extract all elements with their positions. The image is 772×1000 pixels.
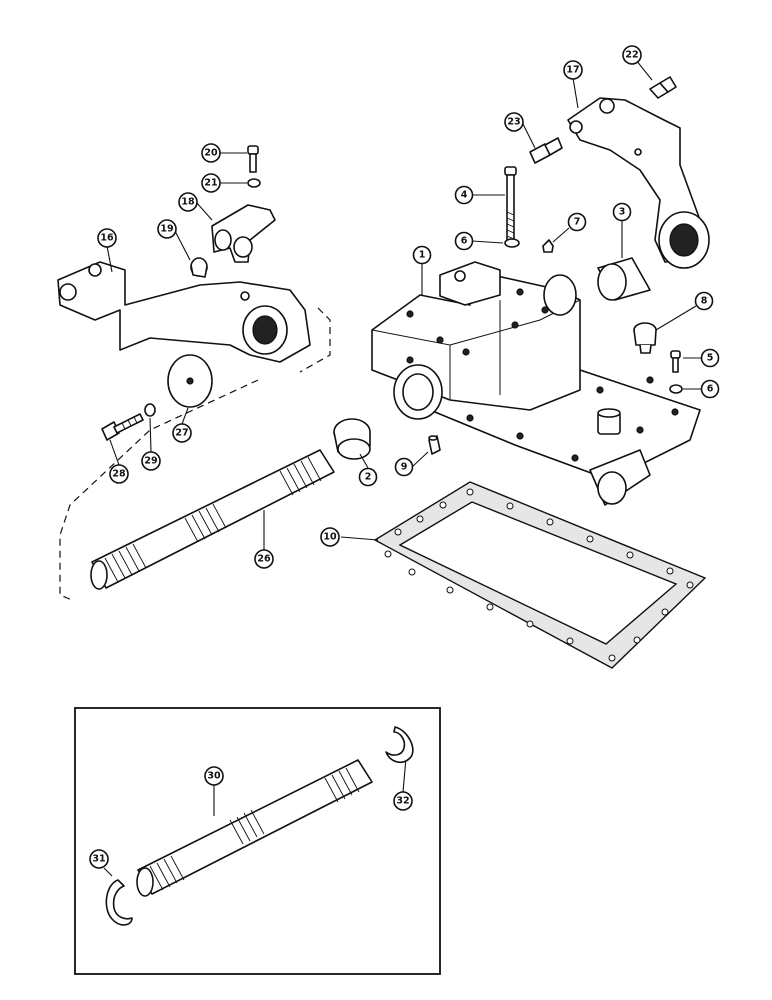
callout-23: 23 [504, 112, 524, 132]
callout-6-lower: 6 [700, 379, 720, 399]
dowel-pin [428, 435, 441, 455]
washer-6-lower [669, 384, 683, 394]
svg-text:20: 20 [204, 148, 218, 159]
callout-19: 19 [157, 219, 177, 239]
svg-text:22: 22 [625, 50, 638, 61]
svg-text:21: 21 [204, 178, 217, 189]
breather-cap [633, 322, 657, 354]
shaft-splines-right [279, 456, 322, 496]
lift-housing [371, 261, 701, 506]
callout-32: 32 [393, 791, 413, 811]
washer-6-upper [504, 238, 520, 248]
alternate-shaft [136, 759, 373, 897]
snap-ring-right [385, 726, 414, 764]
callout-3: 3 [612, 202, 632, 222]
callout-29: 29 [141, 451, 161, 471]
housing-bolts [406, 288, 679, 462]
plug-23 [529, 137, 563, 164]
washer-hole [186, 377, 194, 385]
callout-30: 30 [204, 766, 224, 786]
arm-bolt [101, 413, 144, 441]
svg-text:3: 3 [619, 207, 626, 218]
svg-text:31: 31 [92, 854, 105, 865]
callout-28: 28 [109, 464, 129, 484]
callout-22: 22 [622, 45, 642, 65]
callout-27: 27 [172, 423, 192, 443]
long-bolt [504, 166, 517, 246]
svg-text:9: 9 [401, 462, 408, 473]
svg-text:23: 23 [507, 117, 520, 128]
svg-text:6: 6 [707, 384, 714, 395]
callout-6-upper: 6 [454, 231, 474, 251]
leader-lines [103, 54, 702, 877]
callout-17: 17 [563, 60, 583, 80]
svg-text:6: 6 [461, 236, 468, 247]
svg-text:4: 4 [461, 190, 468, 201]
callout-4: 4 [454, 185, 474, 205]
gasket [373, 481, 707, 669]
callout-20: 20 [201, 143, 221, 163]
gasket-bolt-holes [384, 488, 694, 662]
svg-text:30: 30 [207, 771, 221, 782]
svg-text:2: 2 [365, 472, 372, 483]
callout-2: 2 [358, 467, 378, 487]
callout-10: 10 [320, 527, 340, 547]
grease-fitting [542, 239, 554, 253]
callout-16: 16 [97, 228, 117, 248]
callout-31: 31 [89, 849, 109, 869]
right-lift-arm [567, 97, 710, 269]
bushing-3 [597, 257, 651, 301]
callout-26: 26 [254, 549, 274, 569]
small-bolt [670, 350, 681, 373]
callout-5: 5 [700, 348, 720, 368]
svg-text:28: 28 [112, 469, 126, 480]
assembly-boundary [59, 307, 331, 601]
callout-8: 8 [694, 291, 714, 311]
svg-text:10: 10 [323, 532, 337, 543]
shaft-splines-mid [184, 503, 227, 543]
svg-text:5: 5 [707, 353, 714, 364]
plug-22 [649, 76, 677, 99]
cross-shaft [90, 449, 335, 590]
svg-text:1: 1 [419, 250, 426, 261]
bushing-2 [333, 418, 371, 460]
svg-text:27: 27 [175, 428, 188, 439]
bushing [190, 257, 208, 278]
svg-text:29: 29 [144, 456, 157, 467]
inset-box [74, 707, 441, 975]
bracket [211, 204, 276, 263]
snap-ring-left [105, 879, 133, 926]
svg-text:8: 8 [701, 296, 708, 307]
svg-text:18: 18 [181, 197, 195, 208]
svg-text:17: 17 [566, 65, 579, 76]
callout-18: 18 [178, 192, 198, 212]
svg-text:26: 26 [257, 554, 271, 565]
svg-text:19: 19 [160, 224, 173, 235]
callout-9: 9 [394, 457, 414, 477]
bracket-bolt [247, 145, 259, 173]
callout-7: 7 [567, 212, 587, 232]
bracket-washer [247, 178, 261, 188]
shaft-splines-left [104, 543, 147, 583]
lock-washer [144, 403, 156, 417]
callout-1: 1 [412, 245, 432, 265]
svg-text:32: 32 [396, 796, 409, 807]
svg-text:7: 7 [574, 217, 581, 228]
callout-21: 21 [201, 173, 221, 193]
left-lift-arm [57, 261, 311, 363]
svg-text:16: 16 [100, 233, 114, 244]
